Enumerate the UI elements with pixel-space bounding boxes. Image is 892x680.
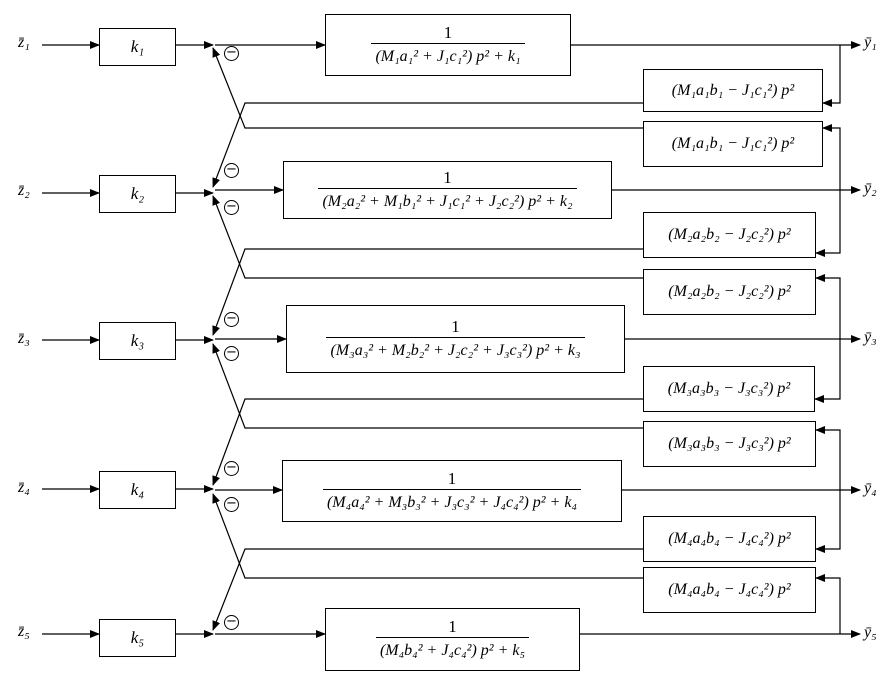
gain-block-5: k₅ — [99, 619, 176, 657]
coupling-block-7: (M₄a₄b₄ − J₄c₄²) p² — [643, 516, 816, 562]
tf-numerator: 1 — [451, 316, 460, 336]
coupling-block-1: (M₁a₁b₁ − J₁c₁²) p² — [643, 69, 823, 112]
pickoff-4-to-c6 — [815, 426, 841, 490]
feedback-c3-to-sum3 — [212, 248, 643, 336]
transfer-block-5: 1(M₄b₄² + J₄c₄²) p² + k₅ — [325, 608, 580, 671]
transfer-block-1: 1(M₁a₁² + J₁c₁²) p² + k₁ — [325, 14, 571, 76]
minus-sign-4b: − — [224, 497, 239, 512]
gain-label: k₅ — [130, 628, 145, 647]
feedback-c4-to-sum2 — [212, 195, 643, 279]
pickoff-4-to-c7 — [815, 490, 841, 553]
output-label-1: ȳ₁ — [864, 34, 877, 51]
feedback-c8-to-sum4 — [212, 493, 643, 579]
coupling-block-3: (M₂a₂b₂ − J₂c₂²) p² — [643, 212, 816, 258]
tf-denominator: (M₂a₂² + M₁b₁² + J₁c₁² + J₂c₂²) p² + k₂ — [318, 187, 577, 213]
input-label-2: z̄₂ — [18, 182, 30, 199]
tf-numerator: 1 — [443, 22, 453, 42]
coupling-block-8: (M₄a₄b₄ − J₄c₄²) p² — [643, 567, 816, 613]
minus-sign-2a: − — [224, 163, 239, 178]
coupling-block-6: (M₃a₃b₃ − J₃c₃²) p² — [643, 421, 816, 467]
output-label-2: ȳ₂ — [864, 180, 877, 197]
input-label-5: z̄₅ — [18, 623, 30, 640]
gain-block-1: k₁ — [99, 28, 176, 66]
gain-label: k₄ — [130, 480, 145, 499]
tf-numerator: 1 — [443, 167, 452, 187]
transfer-block-3: 1(M₃a₃² + M₂b₂² + J₂c₂² + J₃c₃²) p² + k₃ — [286, 305, 625, 373]
minus-sign-5: − — [224, 615, 239, 630]
feedback-c2-to-sum1 — [212, 47, 643, 129]
pickoff-2-to-c2 — [822, 124, 841, 190]
minus-sign-1: − — [224, 46, 239, 61]
pickoff-3-to-c5 — [814, 339, 841, 403]
feedback-c5-to-sum4 — [212, 398, 643, 486]
tf-denominator: (M₃a₃² + M₂b₂² + J₂c₂² + J₃c₃²) p² + k₃ — [326, 336, 585, 362]
input-label-1: z̄₁ — [18, 34, 30, 51]
tf-denominator: (M₄b₄² + J₄c₄²) p² + k₅ — [375, 637, 530, 662]
input-label-4: z̄₄ — [18, 479, 30, 496]
output-label-3: ȳ₃ — [864, 329, 877, 346]
tf-numerator: 1 — [447, 468, 457, 488]
minus-sign-4a: − — [224, 461, 239, 476]
gain-block-3: k₃ — [99, 322, 176, 360]
coupling-label: (M₄a₄b₄ − J₄c₄²) p² — [668, 530, 791, 547]
gain-label: k₂ — [130, 184, 145, 203]
coupling-label: (M₄a₄b₄ − J₄c₄²) p² — [668, 581, 791, 598]
gain-block-4: k₄ — [99, 471, 176, 509]
feedback-c7-to-sum5 — [212, 548, 643, 631]
tf-denominator: (M₄a₄² + M₃b₃² + J₃c₃² + J₄c₄²) p² + k₄ — [322, 488, 582, 514]
transfer-block-2: 1(M₂a₂² + M₁b₁² + J₁c₁² + J₂c₂²) p² + k₂ — [283, 161, 612, 219]
gain-block-2: k₂ — [99, 175, 176, 213]
gain-label: k₃ — [130, 331, 145, 350]
pickoff-3-to-c4 — [815, 274, 841, 339]
coupling-label: (M₃a₃b₃ − J₃c₃²) p² — [668, 435, 791, 452]
pickoff-1-to-c1 — [822, 45, 841, 107]
coupling-label: (M₁a₁b₁ − J₁c₁²) p² — [671, 135, 795, 152]
pickoff-2-to-c3 — [815, 190, 841, 257]
feedback-c1-to-sum2 — [212, 102, 643, 188]
coupling-label: (M₂a₂b₂ − J₂c₂²) p² — [668, 283, 791, 300]
coupling-block-2: (M₁a₁b₁ − J₁c₁²) p² — [643, 121, 823, 167]
gain-label: k₁ — [130, 37, 145, 56]
minus-sign-2b: − — [224, 200, 239, 215]
coupling-label: (M₂a₂b₂ − J₂c₂²) p² — [668, 226, 791, 243]
pickoff-5-to-c8 — [815, 574, 841, 634]
feedback-c6-to-sum3 — [212, 343, 643, 429]
output-label-5: ȳ₅ — [864, 624, 877, 641]
output-label-4: ȳ₄ — [864, 480, 877, 497]
tf-denominator: (M₁a₁² + J₁c₁²) p² + k₁ — [371, 42, 525, 68]
coupling-label: (M₁a₁b₁ − J₁c₁²) p² — [671, 81, 795, 99]
transfer-block-4: 1(M₄a₄² + M₃b₃² + J₃c₃² + J₄c₄²) p² + k₄ — [282, 460, 622, 522]
coupling-block-5: (M₃a₃b₃ − J₃c₃²) p² — [643, 366, 815, 412]
minus-sign-3a: − — [224, 312, 239, 327]
coupling-block-4: (M₂a₂b₂ − J₂c₂²) p² — [643, 269, 816, 315]
tf-numerator: 1 — [448, 617, 457, 636]
coupling-label: (M₃a₃b₃ − J₃c₃²) p² — [667, 380, 791, 397]
minus-sign-3b: − — [224, 346, 239, 361]
input-label-3: z̄₃ — [18, 330, 30, 347]
